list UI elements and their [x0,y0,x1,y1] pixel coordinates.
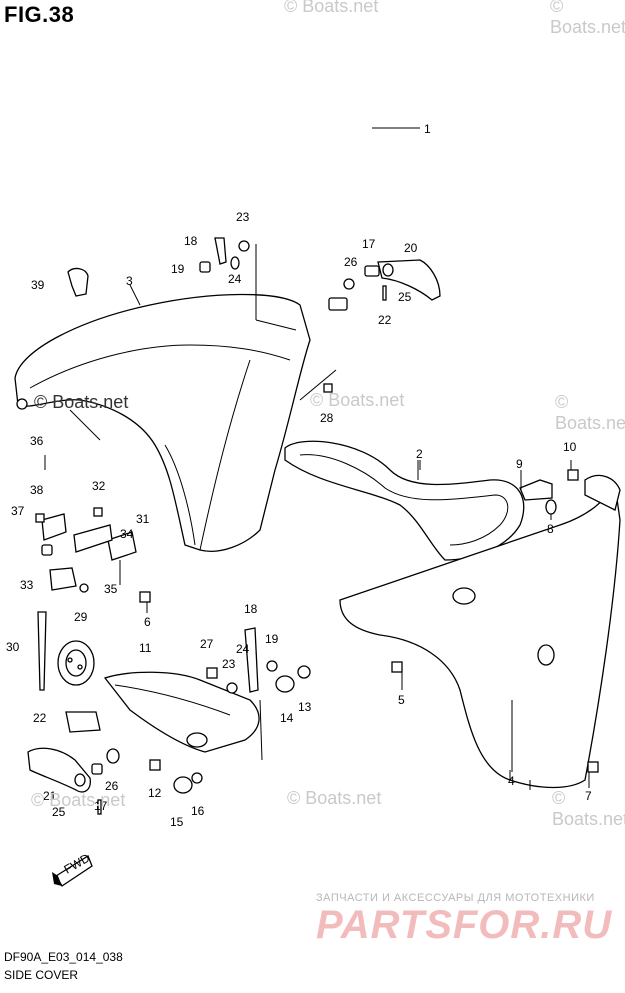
figure-title: FIG.38 [4,2,75,27]
callout: 11 [139,641,152,655]
watermark: © Boats.net [34,392,129,412]
callout: 23 [236,210,250,224]
part-2-frame [284,440,525,561]
figure-code: DF90A_E03_014_038 [4,950,123,964]
callout: 17 [94,799,108,813]
callout: 17 [362,237,376,251]
part-4-lower-cover [339,474,621,790]
callout: 33 [20,578,34,592]
part-34-pad [107,531,137,561]
callout: 35 [104,582,118,596]
fwd-arrow-icon: FWD [52,851,93,887]
callout: 7 [585,789,592,803]
callout: 28 [320,411,334,425]
callout: 5 [398,693,405,707]
callout: 32 [92,479,106,493]
watermark: © Boats.net [310,390,405,410]
callout: 18 [184,234,198,248]
watermark: © Boats.net [31,790,126,810]
callout: 16 [191,804,205,818]
callout: 34 [120,527,134,541]
callout: 24 [228,272,242,286]
leader-lines [44,244,590,788]
callout: 29 [74,610,88,624]
callout: 27 [200,637,214,651]
callout: 12 [148,786,162,800]
part-3-upper-cover [14,284,311,552]
part-30-tie-strap [37,611,47,691]
callout: 2 [416,447,423,461]
callout: 20 [404,241,418,255]
small-hardware [35,237,599,815]
part-21-handle [27,747,91,793]
watermark: © Boats.net [287,788,382,808]
part-29-grommet [57,640,95,686]
callout: 22 [378,313,392,327]
callouts: 1 2 3 4 5 6 7 8 9 10 11 12 13 14 15 16 1… [6,122,592,829]
callout: 9 [516,457,523,471]
part-1-seal [16,80,420,219]
watermark: © Boats.net [550,0,625,37]
callout: 21 [43,789,57,803]
callout: 15 [170,815,184,829]
callout: 30 [6,640,20,654]
callout: 37 [11,504,25,518]
callout: 22 [33,711,47,725]
callout: 24 [236,642,250,656]
callout: 19 [171,262,185,276]
callout: 10 [563,440,577,454]
callout: 25 [398,290,412,304]
callout: 26 [344,255,358,269]
watermark: © Boats.net [284,0,379,16]
callout: 39 [31,278,45,292]
part-20-handle [377,259,441,301]
callout: 1 [424,122,431,136]
callout: 25 [52,805,66,819]
callout: 18 [244,602,258,616]
callout: 3 [126,274,133,288]
callout: 4 [508,774,515,788]
callout: 14 [280,711,294,725]
callout: 38 [30,483,44,497]
part-11-bracket [103,671,260,753]
callout: 6 [144,615,151,629]
callout: 26 [105,779,119,793]
brand-logo: PARTSFOR.RU [316,903,613,947]
callout: 19 [265,632,279,646]
watermark: © Boats.net [555,392,625,433]
brand-subtitle: ЗАПЧАСТИ И АКСЕССУАРЫ ДЛЯ МОТОТЕХНИКИ [316,892,595,904]
callout: 31 [136,512,150,526]
figure-caption: SIDE COVER [4,968,79,982]
callout: 36 [30,434,44,448]
callout: 13 [298,700,312,714]
watermark: © Boats.net [552,788,625,829]
callout: 8 [547,522,554,536]
callout: 23 [222,657,236,671]
